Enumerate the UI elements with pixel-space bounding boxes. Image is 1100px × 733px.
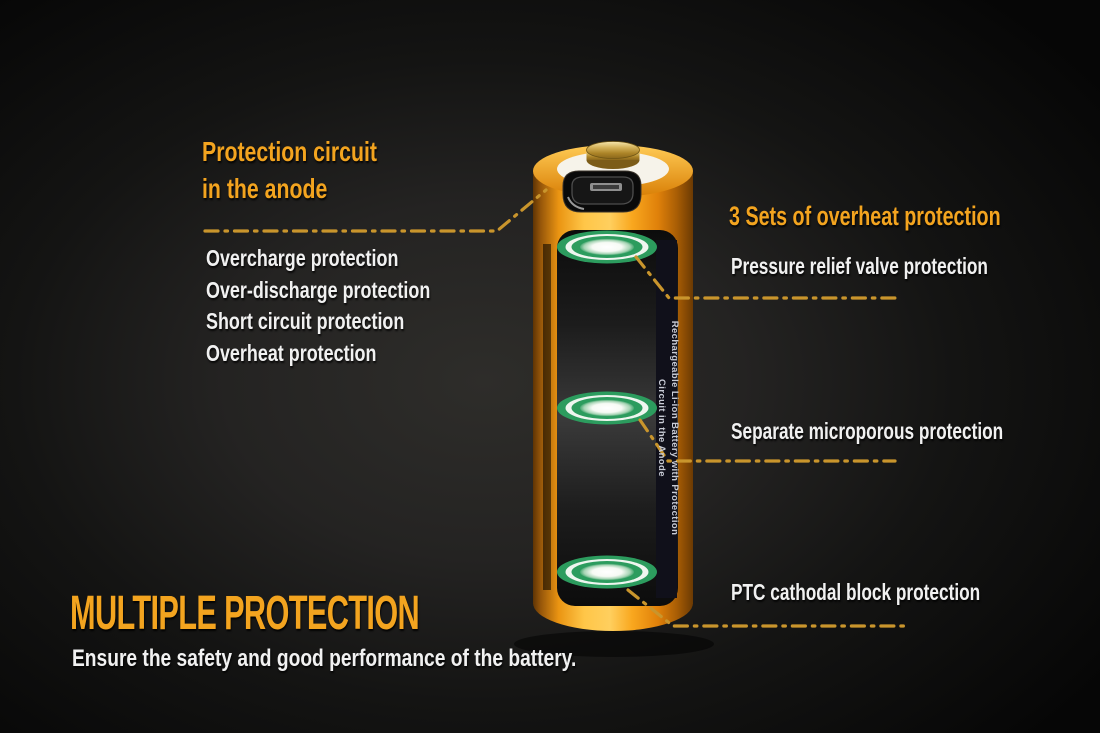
battery-wrap-label-line2: Circuit in the Anode (656, 379, 667, 477)
usb-port (562, 170, 642, 213)
label-ptc-cathodal-block: PTC cathodal block protection (731, 579, 981, 605)
list-item-short-circuit: Short circuit protection (206, 308, 405, 334)
connector-line-separator (638, 418, 897, 463)
overheat-section-heading: 3 Sets of overheat protection (729, 201, 1001, 231)
battery-wrap-label: Rechargeable Li-ion Battery with Protect… (653, 278, 681, 578)
list-item-overcharge: Overcharge protection (206, 245, 399, 271)
connector-line-anode (203, 188, 548, 233)
anode-protection-list: Overcharge protection Over-discharge pro… (206, 243, 430, 369)
connector-line-pressure-valve (634, 255, 897, 300)
page-title: MULTIPLE PROTECTION (70, 587, 420, 640)
battery-shadow (514, 631, 714, 657)
battery-wrap-label-line1: Rechargeable Li-ion Battery with Protect… (669, 320, 680, 536)
connector-line-ptc (626, 588, 908, 628)
label-separate-microporous: Separate microporous protection (731, 418, 1004, 444)
protection-ring-middle (557, 391, 657, 425)
protection-ring-bottom (557, 555, 657, 589)
label-pressure-relief-valve: Pressure relief valve protection (731, 253, 988, 279)
list-item-over-discharge: Over-discharge protection (206, 276, 431, 303)
list-item-overheat: Overheat protection (206, 339, 377, 366)
anode-heading-line1: Protection circuit (202, 136, 378, 167)
anode-heading-line2: in the anode (202, 173, 328, 204)
protection-ring-top (557, 230, 657, 264)
page-subtitle: Ensure the safety and good performance o… (72, 645, 577, 672)
anode-section-heading: Protection circuit in the anode (202, 133, 377, 207)
wrap-label-strip (656, 240, 677, 598)
